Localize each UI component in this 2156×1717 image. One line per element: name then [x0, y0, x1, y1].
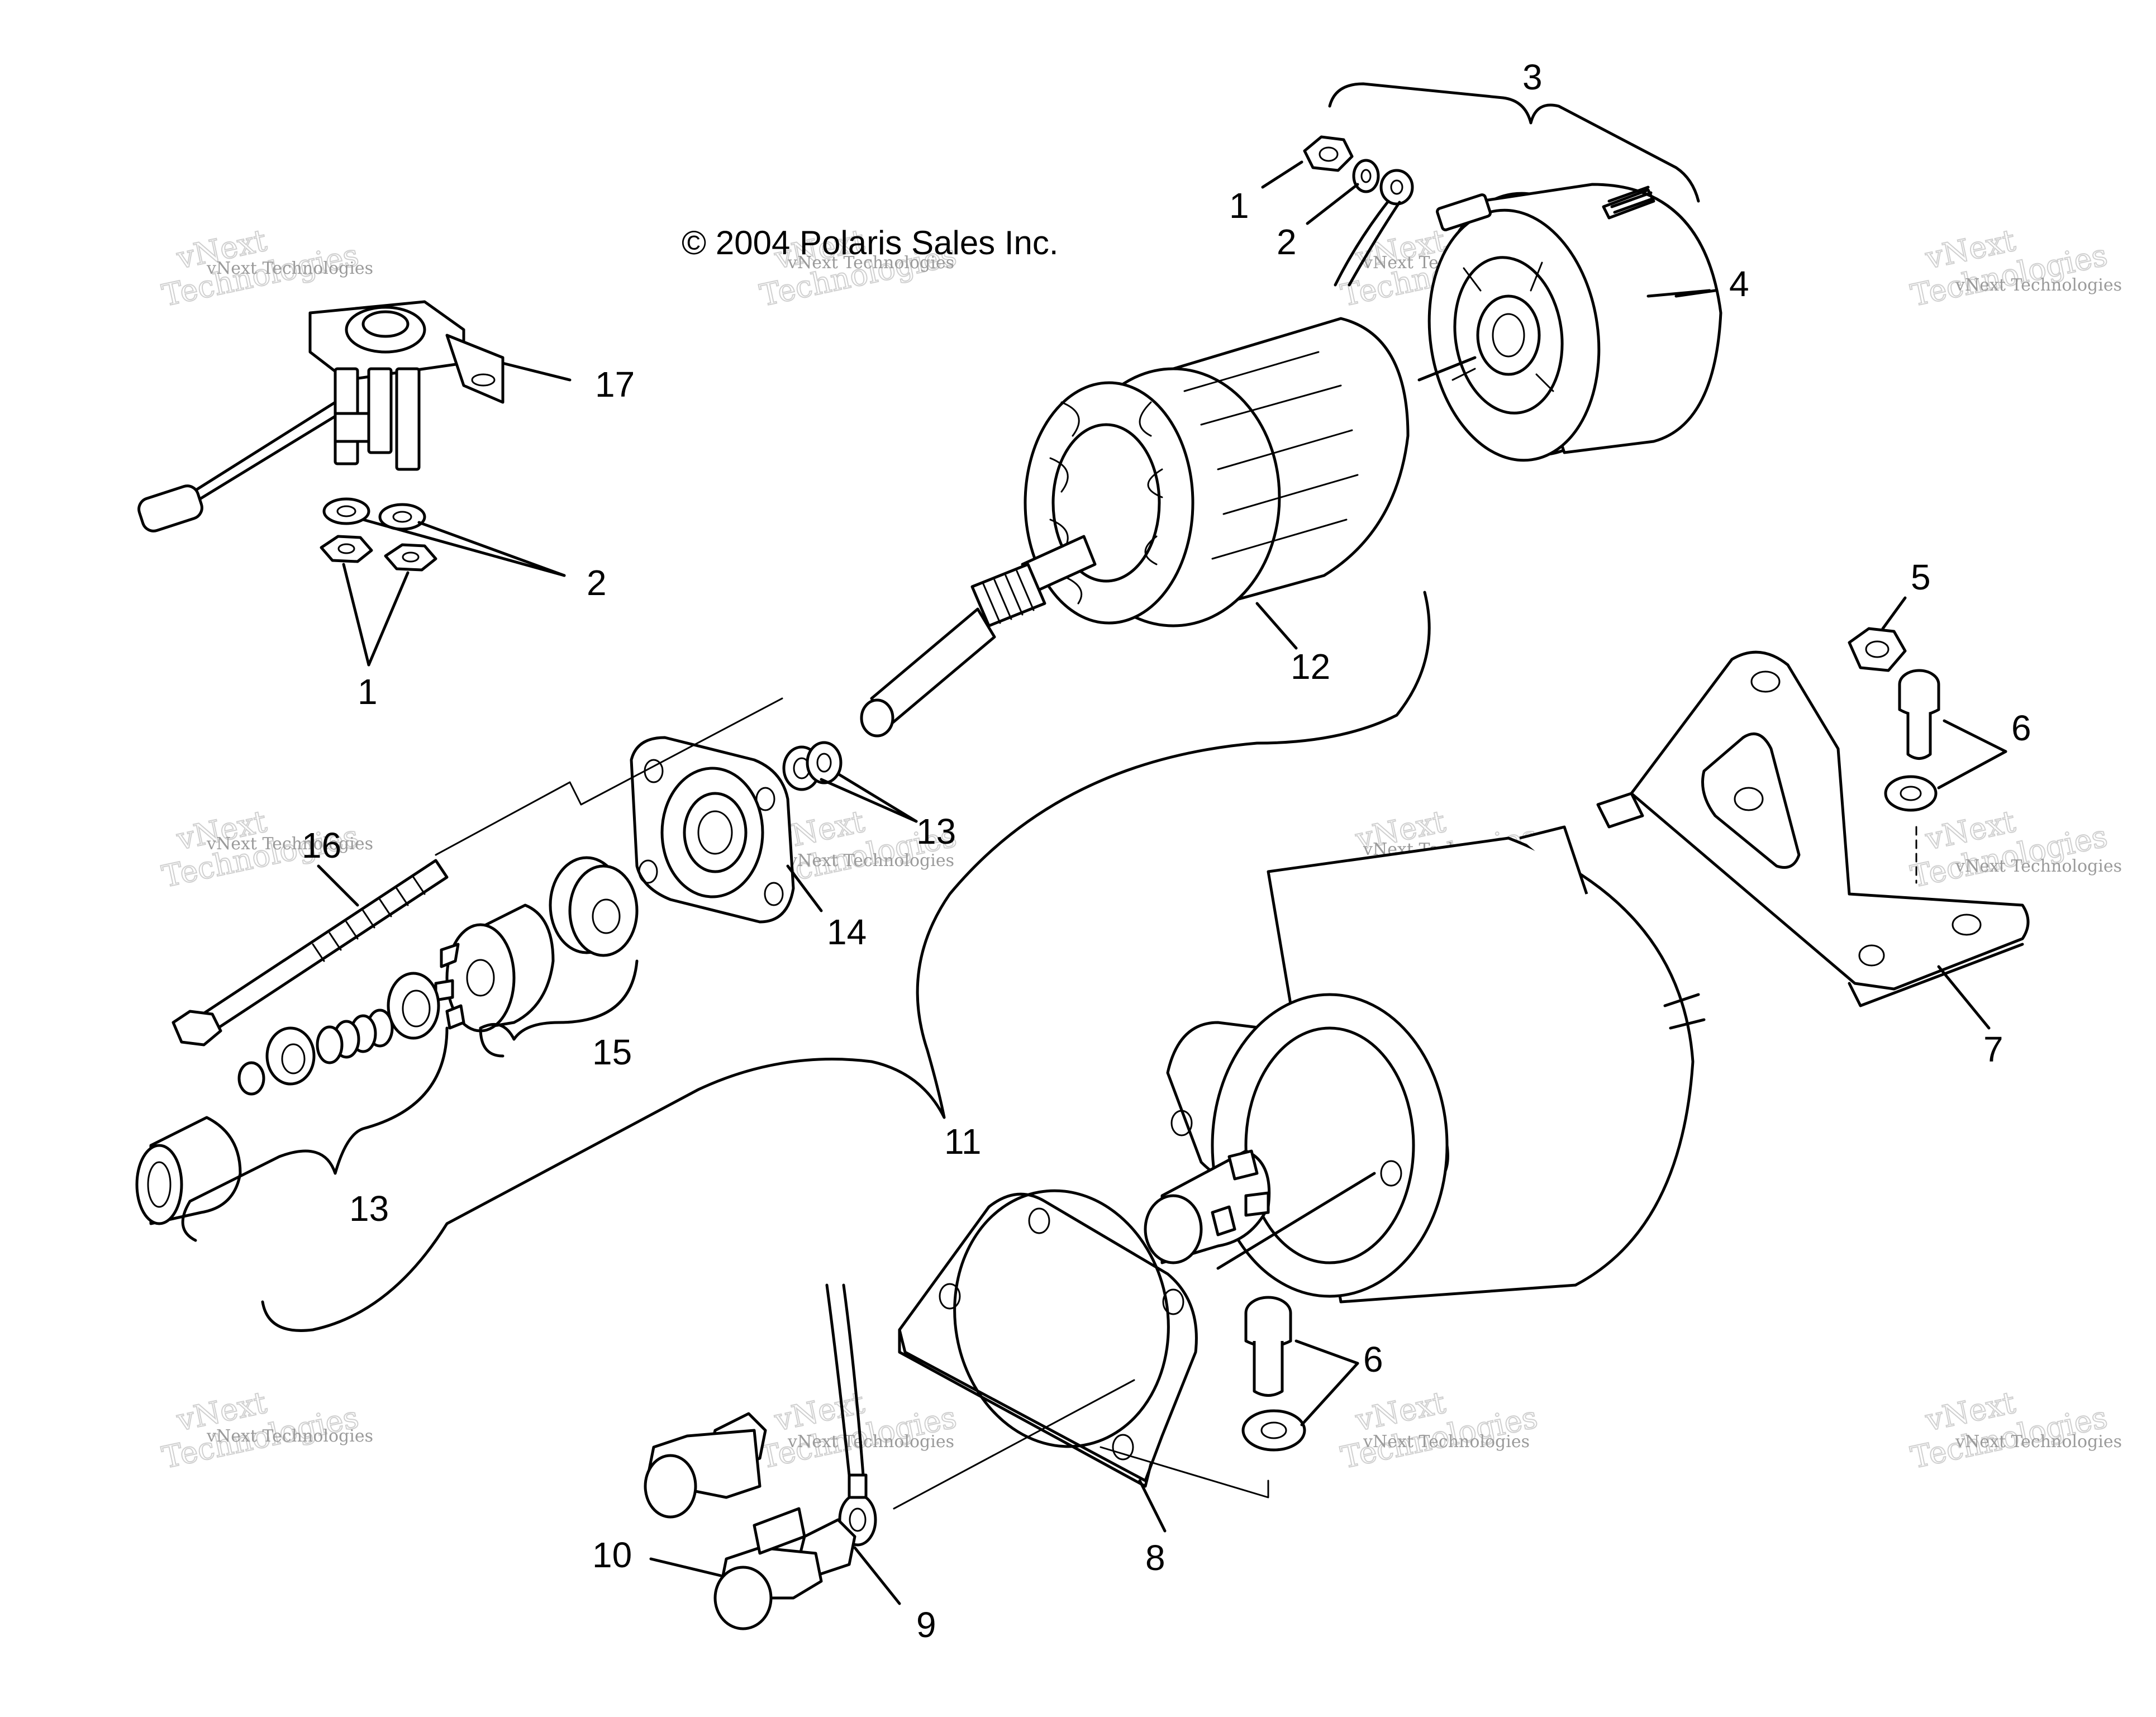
part-8-mounting-flange: [898, 1189, 1198, 1488]
watermark-text: vNext Technologies: [1955, 275, 2122, 295]
callout-14: 14: [827, 912, 867, 952]
callout-17: 17: [595, 364, 635, 405]
part-14-drive-end-plate: [630, 736, 795, 924]
leader-line: [893, 1379, 1269, 1510]
leader-line: [820, 778, 918, 823]
watermark: vNext Technologies: [1907, 222, 2111, 313]
leader-line: [1306, 183, 1359, 225]
callout-13-top: 13: [916, 811, 956, 852]
bracket-13-bottom: [181, 1026, 449, 1242]
leader-line: [649, 1557, 722, 1577]
leader-line: [1417, 356, 1477, 382]
leader-line: [1937, 750, 2007, 789]
leader-line: [1255, 602, 1298, 650]
watermark: vNext Technologies: [1907, 1384, 2111, 1476]
leader-line: [853, 1546, 901, 1605]
callout-6-right: 6: [2011, 708, 2031, 748]
leader-line: [1261, 160, 1303, 189]
callout-1-top: 1: [1229, 186, 1249, 226]
leader-line: [1937, 965, 1991, 1030]
callout-15: 15: [592, 1032, 632, 1072]
watermark-text: vNext Technologies: [206, 1426, 373, 1446]
callout-2-left: 2: [587, 563, 607, 603]
callout-2-top: 2: [1277, 222, 1297, 262]
part-7-mounting-bracket: [1630, 650, 2030, 1007]
watermark-text: vNext Technologies: [1363, 1432, 1530, 1452]
leader-line: [786, 864, 823, 912]
watermark: vNext Technologies: [1338, 1384, 1541, 1476]
part-16-through-bolt: [172, 859, 449, 1047]
callout-9: 9: [916, 1605, 936, 1645]
part-6-bolt-washer-bottom: [1241, 1296, 1306, 1452]
bracket-3: [1328, 82, 1700, 203]
part-15-pinion-drive: [434, 856, 639, 1033]
leader-line: [342, 563, 370, 667]
leader-line: [1294, 1339, 1359, 1365]
part-17-solenoid: [137, 300, 505, 532]
part-4-end-cap: [1427, 183, 1722, 462]
leader-line: [836, 772, 918, 823]
starter-motor-housing: [1144, 792, 1706, 1304]
nut-1-top: [1303, 135, 1354, 172]
watermark-text: vNext Technologies: [1955, 1432, 2122, 1452]
callout-11: 11: [944, 1121, 981, 1162]
callout-6-bottom: 6: [1363, 1339, 1383, 1380]
watermark-text: vNext Technologies: [206, 834, 373, 854]
leader-line: [361, 518, 566, 577]
leader-line: [1943, 719, 2007, 753]
leader-line: [1138, 1479, 1167, 1533]
watermark-text: vNext Technologies: [787, 253, 954, 273]
leader-line: [317, 864, 359, 907]
watermark-text: vNext Technologies: [787, 851, 954, 871]
callout-3: 3: [1522, 57, 1543, 97]
leader-line: [501, 362, 572, 382]
callout-1-left: 1: [358, 672, 378, 712]
washers-13-top: [782, 741, 843, 791]
leader-line: [367, 571, 410, 667]
leader-line: [1881, 596, 1907, 630]
watermark-text: vNext Technologies: [206, 259, 373, 278]
callout-8: 8: [1145, 1538, 1165, 1578]
leader-line: [417, 521, 566, 577]
callout-5: 5: [1911, 557, 1931, 597]
part-12-armature: [860, 317, 1410, 738]
part-6-bolt-washer-right: [1884, 669, 1940, 884]
callout-13-bottom: 13: [349, 1188, 389, 1229]
leader-line: [1646, 289, 1711, 298]
washer-2-top: [1352, 159, 1380, 193]
part-5-nut: [1848, 627, 1907, 672]
callout-12: 12: [1291, 646, 1330, 687]
bracket-11: [261, 591, 1431, 1332]
parts-13-bottom-collar-spring-sleeve: [135, 972, 440, 1225]
bracket-15: [479, 959, 639, 1058]
callout-4: 4: [1729, 264, 1749, 304]
part-10-bolts: [644, 1412, 856, 1630]
ring-terminal-top: [1334, 169, 1414, 287]
leader-line: [1300, 1362, 1359, 1426]
callout-10: 10: [592, 1535, 632, 1575]
copyright-notice: © 2004 Polaris Sales Inc.: [682, 224, 1059, 261]
watermark: vNext Technologies: [159, 1384, 363, 1476]
watermark-text: vNext Technologies: [1955, 857, 2122, 876]
callout-7: 7: [1983, 1029, 2003, 1069]
callout-16: 16: [302, 825, 341, 865]
watermark-text: vNext Technologies: [787, 1432, 954, 1452]
